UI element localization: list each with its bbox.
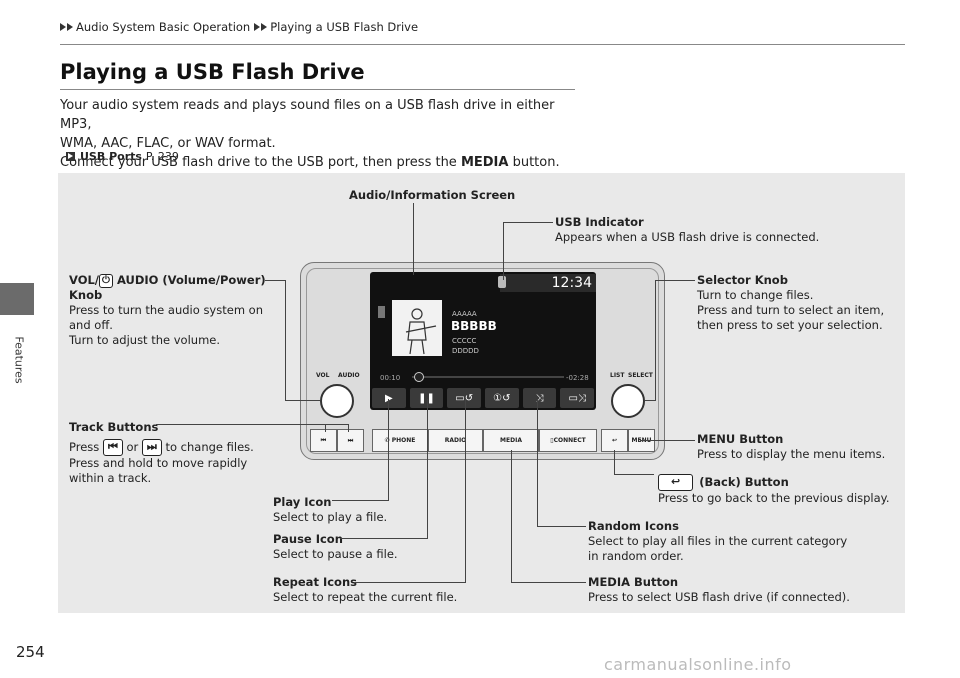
audio-information-screen: 12:34 AAAAA BBBBB CCCCC DDDDD 00:10 -02:… xyxy=(370,272,596,410)
breadcrumb-arrow-icon xyxy=(254,23,261,31)
leader-track xyxy=(156,424,348,425)
track-line-1: AAAAA xyxy=(452,310,477,318)
label-repeat-icons: Repeat Icons Select to repeat the curren… xyxy=(273,575,458,604)
leader-vol xyxy=(285,280,286,400)
random-icon[interactable]: ⤨ xyxy=(522,388,557,408)
breadcrumb: Audio System Basic Operation Playing a U… xyxy=(60,20,418,34)
pause-icon[interactable]: ❚❚ xyxy=(409,388,444,408)
label-vol-knob: VOL/⏻ AUDIO (Volume/Power) Knob Press to… xyxy=(69,273,266,347)
leader-selector xyxy=(655,280,656,400)
track-line-3: CCCCC xyxy=(452,337,477,345)
page-title: Playing a USB Flash Drive xyxy=(60,60,365,84)
leader-track xyxy=(325,424,326,432)
leader-pause xyxy=(427,399,428,539)
label-random-icons: Random Icons Select to play all files in… xyxy=(588,519,848,563)
leader-usb xyxy=(503,222,504,280)
clock: 12:34 xyxy=(551,275,592,291)
label-track-buttons: Track Buttons Press ⏮ or ⏭ to change fil… xyxy=(69,420,254,485)
leader-repeat xyxy=(354,582,465,583)
label-back-button: ↩(Back) Button Press to go back to the p… xyxy=(658,474,890,505)
back-button[interactable]: ↩ xyxy=(601,429,628,452)
status-bar: 12:34 xyxy=(500,274,596,292)
repeat-one-icon[interactable]: ①↺ xyxy=(485,388,519,408)
label-play-icon: Play Icon Select to play a file. xyxy=(273,495,388,524)
breadcrumb-arrow-icon xyxy=(60,23,66,31)
back-icon: ↩ xyxy=(658,474,694,491)
leader-random xyxy=(537,399,538,527)
album-art xyxy=(392,300,442,356)
leader-repeat xyxy=(465,399,466,583)
label-pause-icon: Pause Icon Select to pause a file. xyxy=(273,532,398,561)
leader-selector xyxy=(655,280,695,281)
leader-media xyxy=(511,582,586,583)
audio-label: AUDIO xyxy=(338,372,360,379)
leader-audio-screen xyxy=(413,203,414,275)
leader-vol xyxy=(285,400,320,401)
repeat-folder-icon[interactable]: ▭↺ xyxy=(447,388,482,408)
track-title: BBBBB xyxy=(451,319,497,333)
select-label: SELECT xyxy=(628,372,653,379)
usb-indicator-icon xyxy=(498,276,506,288)
skip-back-button[interactable]: ⏮ xyxy=(310,429,337,452)
progress-bar[interactable] xyxy=(412,376,564,378)
intro-text: Your audio system reads and plays sound … xyxy=(60,98,560,170)
leader-selector xyxy=(645,400,656,401)
connect-button[interactable]: ▯CONNECT xyxy=(539,429,597,452)
list-label: LIST xyxy=(610,372,625,379)
leader-play xyxy=(332,500,388,501)
vol-audio-knob[interactable] xyxy=(320,384,354,418)
leader-track xyxy=(348,424,349,432)
page-number: 254 xyxy=(16,643,45,661)
hardware-button-row: ⏮ ⏭ ✆ PHONE RADIO MEDIA ▯CONNECT ↩ MENU xyxy=(310,429,655,452)
track-line-4: DDDDD xyxy=(452,347,479,355)
header-rule xyxy=(60,44,905,45)
reference-arrow-icon xyxy=(66,152,75,161)
skip-forward-icon: ⏭ xyxy=(141,439,162,456)
remaining-time: -02:28 xyxy=(566,374,589,382)
head-unit-frame xyxy=(306,268,659,454)
skip-back-icon: ⏮ xyxy=(102,439,123,456)
screen-controls: ▶ ❚❚ ▭↺ ①↺ ⤨ ▭⤨ xyxy=(372,388,595,408)
label-selector-knob: Selector Knob Turn to change files. Pres… xyxy=(697,273,885,332)
leader-random xyxy=(537,526,586,527)
elapsed-time: 00:10 xyxy=(380,374,401,382)
leader-back xyxy=(614,450,615,474)
label-audio-screen: Audio/Information Screen xyxy=(349,188,516,202)
section-tab xyxy=(0,283,34,315)
leader-vol xyxy=(265,280,286,281)
progress-handle[interactable] xyxy=(414,372,424,382)
play-icon[interactable]: ▶ xyxy=(372,388,406,408)
section-label: Features xyxy=(12,336,26,384)
leader-pause xyxy=(340,538,427,539)
watermark: carmanualsonline.info xyxy=(604,655,792,674)
leader-usb xyxy=(503,222,553,223)
leader-play xyxy=(388,399,389,501)
label-media-button: MEDIA Button Press to select USB flash d… xyxy=(588,575,850,604)
power-icon: ⏻ xyxy=(99,273,113,288)
vol-label: VOL xyxy=(316,372,330,379)
breadcrumb-item[interactable]: Playing a USB Flash Drive xyxy=(270,20,419,34)
leader-back xyxy=(614,474,654,475)
radio-button[interactable]: RADIO xyxy=(428,429,483,452)
label-menu-button: MENU Button Press to display the menu it… xyxy=(697,432,886,461)
title-rule xyxy=(60,89,575,90)
phone-button[interactable]: ✆ PHONE xyxy=(372,429,428,452)
media-button[interactable]: MEDIA xyxy=(483,429,539,452)
random-folder-icon[interactable]: ▭⤨ xyxy=(560,388,595,408)
leader-menu xyxy=(640,440,695,441)
leader-media xyxy=(511,450,512,583)
breadcrumb-arrow-icon xyxy=(67,23,73,31)
selector-knob[interactable] xyxy=(611,384,645,418)
label-usb-indicator: USB Indicator Appears when a USB flash d… xyxy=(555,215,820,244)
breadcrumb-item[interactable]: Audio System Basic Operation xyxy=(76,20,251,34)
source-icon xyxy=(378,306,385,318)
skip-forward-button[interactable]: ⏭ xyxy=(337,429,364,452)
breadcrumb-arrow-icon xyxy=(261,23,268,31)
